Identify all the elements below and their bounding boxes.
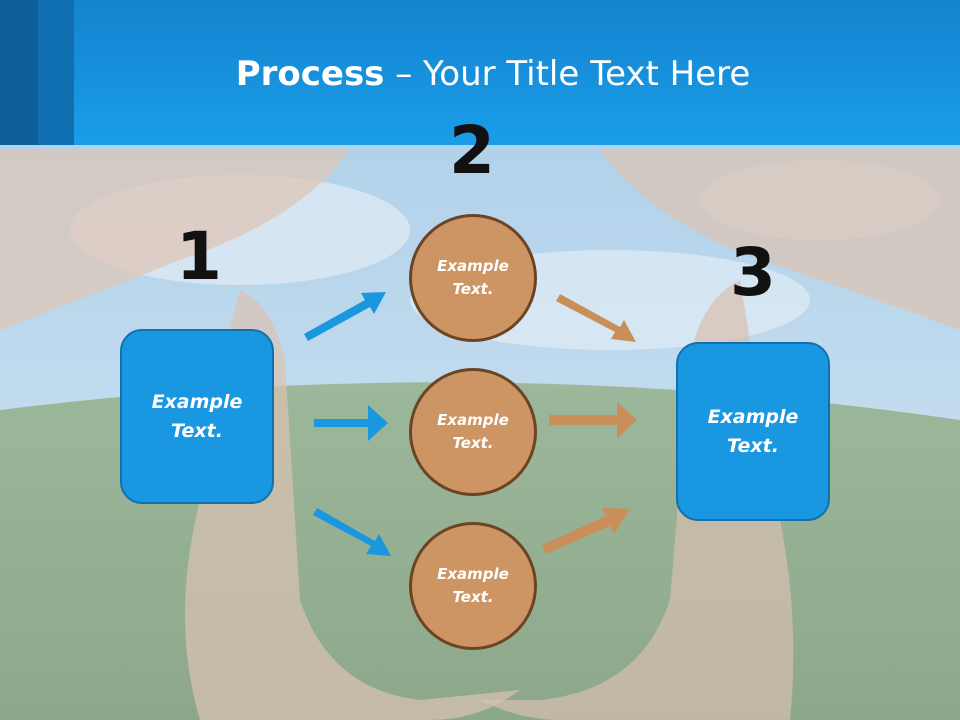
title-bar: Process – Your Title Text Here bbox=[0, 0, 960, 145]
circle-bottom: Example Text. bbox=[409, 522, 537, 650]
step-number-3: 3 bbox=[730, 234, 776, 311]
right-box-label: Example Text. bbox=[707, 405, 799, 457]
circle-top: Example Text. bbox=[409, 214, 537, 342]
title-bar-accent bbox=[38, 0, 74, 145]
title-rest: – Your Title Text Here bbox=[384, 54, 751, 94]
circle-middle-label: Example Text. bbox=[437, 411, 509, 452]
title-bar-accent-dark bbox=[0, 0, 38, 145]
step-number-1: 1 bbox=[176, 218, 222, 295]
blue-arrow-right bbox=[314, 405, 388, 441]
circle-middle: Example Text. bbox=[409, 368, 537, 496]
orange-arrow-down bbox=[556, 294, 636, 342]
right-box: Example Text. bbox=[676, 342, 830, 521]
orange-arrow-up bbox=[542, 508, 630, 554]
left-box-label: Example Text. bbox=[151, 390, 243, 442]
blue-arrow-down bbox=[313, 508, 391, 556]
blue-arrow-up bbox=[304, 292, 386, 341]
title-bold: Process bbox=[235, 54, 385, 94]
orange-arrow-right bbox=[549, 402, 637, 438]
circle-bottom-label: Example Text. bbox=[437, 565, 509, 606]
slide-title: Process – Your Title Text Here bbox=[0, 52, 960, 96]
circle-top-label: Example Text. bbox=[437, 257, 509, 298]
step-number-2: 2 bbox=[449, 112, 495, 189]
left-box: Example Text. bbox=[120, 329, 274, 504]
